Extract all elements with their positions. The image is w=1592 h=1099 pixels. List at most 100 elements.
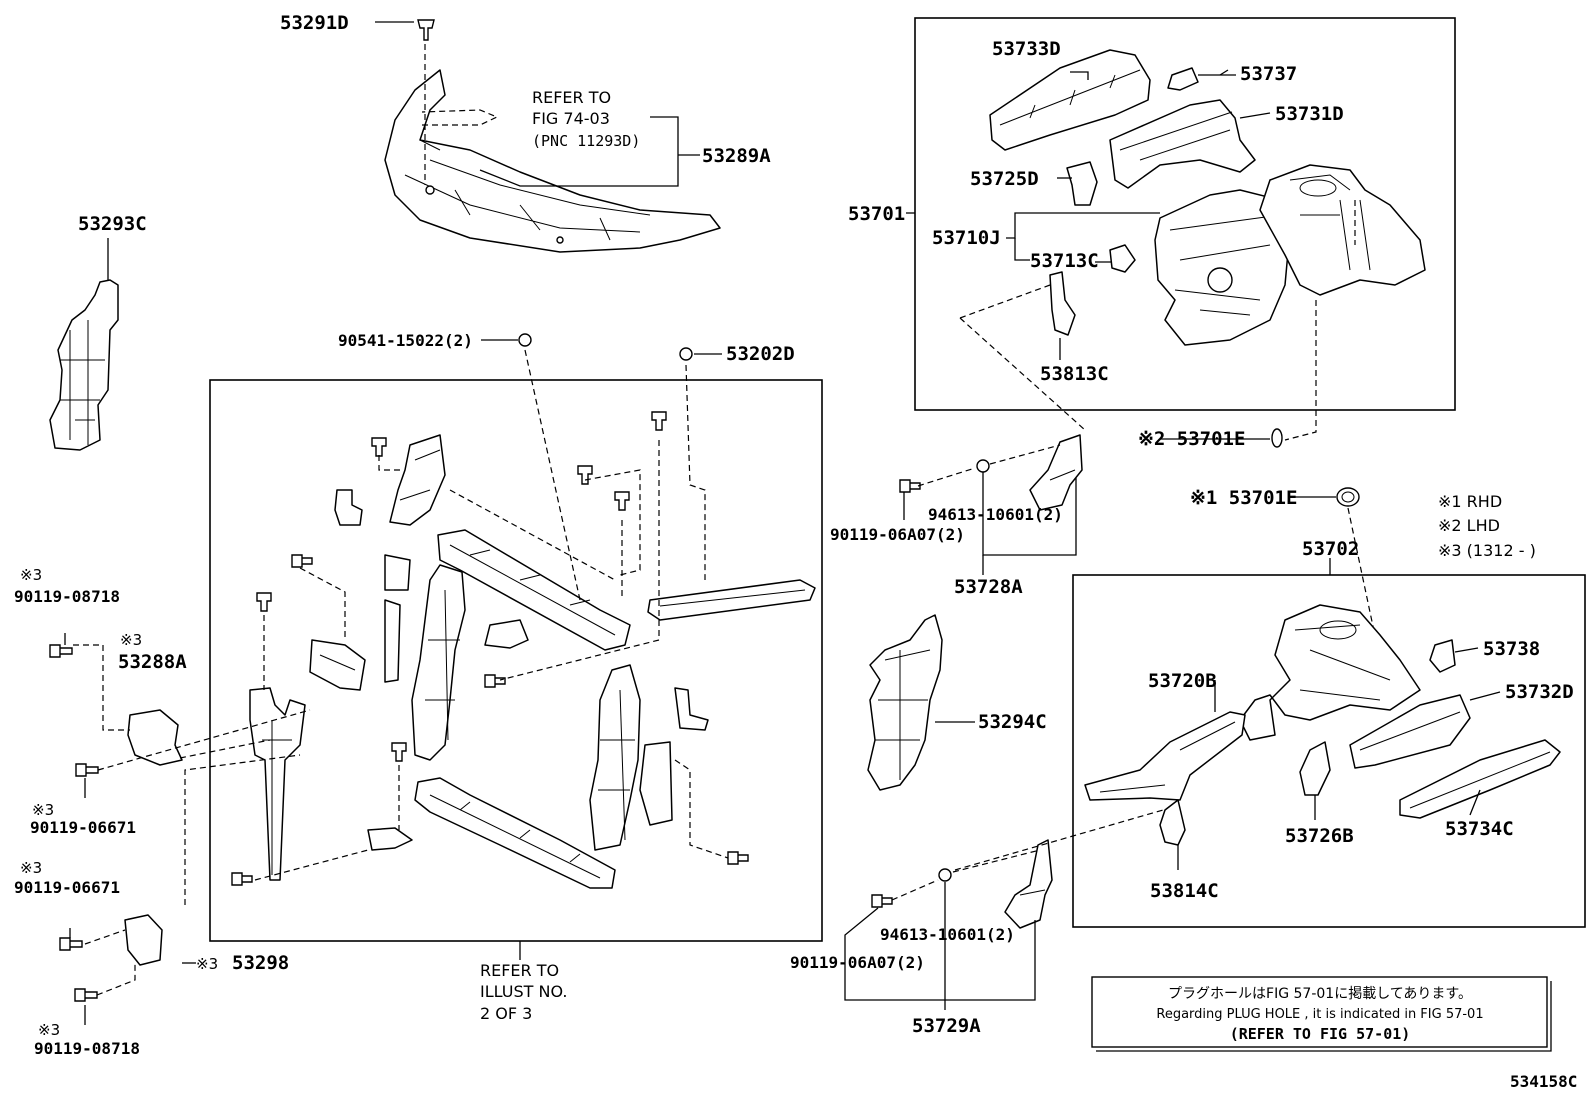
member-53731d [1109, 99, 1256, 189]
mark3-label-b: ※3 [120, 631, 142, 649]
refer-top-line2: FIG 74-03 [532, 109, 610, 128]
upper-bracket-left [334, 434, 446, 526]
bracket-53738 [1429, 639, 1456, 673]
bracket-53728a-group [899, 434, 1083, 511]
nut-53202d-icon [679, 347, 693, 361]
info-box-shadow [1096, 981, 1552, 1052]
member-53720b [1084, 711, 1246, 801]
bolt-90119-08718-icon [49, 644, 73, 658]
bolt-icon [651, 411, 667, 431]
bolt-90119-06a07-icon [871, 894, 893, 908]
mark3-label-d: ※3 [20, 859, 42, 877]
label-53702: 53702 [1302, 538, 1359, 560]
label-90541-15022: 90541-15022(2) [338, 331, 473, 350]
legend-rhd: ※1 RHD [1438, 492, 1502, 511]
label-90119-06a07-b: 90119-06A07(2) [790, 953, 925, 972]
bracket-53294c [867, 614, 943, 791]
bolt-icon [577, 465, 593, 485]
label-53725d: 53725D [970, 168, 1039, 190]
mark3-label-e: ※3 [196, 955, 218, 973]
label-90119-08718-bot: 90119-08718 [34, 1039, 140, 1058]
assembly-guide-lines [254, 349, 729, 881]
apron-rh-group-box [914, 17, 1456, 411]
bracket-53298 [124, 914, 163, 966]
label-53701e-lhd: ※2 53701E [1138, 428, 1245, 450]
label-53202d: 53202D [726, 343, 795, 365]
label-53731d: 53731D [1275, 103, 1344, 125]
label-53710j: 53710J [932, 227, 1001, 249]
plug-53701e-rhd-icon [1336, 487, 1360, 507]
wheel-house-rh [1259, 164, 1426, 296]
refer-bottom-line2: ILLUST NO. [480, 982, 567, 1001]
label-53288a: 53288A [118, 651, 187, 673]
bolt-icon [391, 742, 407, 762]
label-53294c: 53294C [978, 711, 1047, 733]
guide-line-53814c [954, 807, 1171, 871]
center-brace [384, 554, 529, 683]
apron-lh-parts [1084, 604, 1561, 846]
left-bracket-assembly [49, 644, 311, 1002]
lower-bracket [367, 827, 413, 851]
label-53728a: 53728A [954, 576, 1023, 598]
legend-lhd: ※2 LHD [1438, 516, 1500, 535]
bolt-icon [614, 491, 630, 511]
bracket-53726b [1299, 741, 1331, 796]
plug-hole-info-box [1091, 976, 1548, 1048]
bolt-90119-08718-icon [74, 988, 98, 1002]
mark3-label-f: ※3 [38, 1021, 60, 1039]
bracket-53729a-group [871, 839, 1053, 929]
bolt-icon [291, 554, 313, 568]
member-53734c [1399, 739, 1561, 819]
label-53738: 53738 [1483, 638, 1540, 660]
refer-top-line3: (PNC 11293D) [532, 132, 640, 150]
refer-bottom-line1: REFER TO [480, 961, 559, 980]
label-53293c: 53293C [78, 213, 147, 235]
label-53726b: 53726B [1285, 825, 1354, 847]
label-53289a: 53289A [702, 145, 771, 167]
diagram-id: 534158C [1510, 1072, 1577, 1091]
label-53298: 53298 [232, 952, 289, 974]
label-90119-08718-top: 90119-08718 [14, 587, 120, 606]
hood-lock-support [647, 579, 816, 621]
bolt-icon [231, 872, 253, 886]
apron-53710j [1154, 189, 1291, 346]
refer-bottom-line3: 2 OF 3 [480, 1004, 532, 1023]
info-box-english: Regarding PLUG HOLE , it is indicated in… [1156, 1007, 1483, 1022]
leader-lines [64, 21, 1501, 1025]
label-53701e-rhd: ※1 53701E [1190, 487, 1297, 509]
bolt-icon [371, 437, 387, 457]
member-53733d [989, 49, 1151, 151]
nut-90541-icon [518, 333, 532, 347]
bolt-icons-group [231, 333, 749, 886]
clip-53291d-icon [417, 19, 435, 41]
apron-lh-group-box [1072, 574, 1586, 928]
washer-94613-icon [976, 459, 990, 473]
bracket-53713c [1109, 244, 1136, 273]
radiator-support-side-left [411, 564, 466, 761]
info-box-refer: (REFER TO FIG 57-01) [1230, 1025, 1411, 1043]
wheel-house-lh [1239, 604, 1421, 741]
radiator-support-lower [414, 777, 616, 889]
bolt-90119-06a07-icon [899, 479, 921, 493]
label-53732d: 53732D [1505, 681, 1574, 703]
label-94613-10601-a: 94613-10601(2) [928, 505, 1063, 524]
label-53701: 53701 [848, 203, 905, 225]
bracket-53737 [1167, 67, 1199, 91]
label-53814c: 53814C [1150, 880, 1219, 902]
plug-53701e-lhd-icon [1271, 428, 1283, 448]
bracket-53813c [1049, 271, 1076, 336]
label-53713c: 53713C [1030, 250, 1099, 272]
label-53733d: 53733D [992, 38, 1061, 60]
radiator-support-upper-cover [384, 69, 721, 253]
label-90119-06671-b: 90119-06671 [14, 878, 120, 897]
bracket-53725d [1066, 161, 1098, 206]
radiator-support-group-box [209, 379, 823, 942]
bolt-90119-06671-icon [75, 763, 99, 777]
mark3-label-a: ※3 [20, 566, 42, 584]
apron-rh-parts [959, 49, 1426, 441]
legend-date: ※3 (1312 - ) [1438, 541, 1536, 560]
bolt-icon [484, 674, 506, 688]
washer-94613-icon [938, 868, 952, 882]
